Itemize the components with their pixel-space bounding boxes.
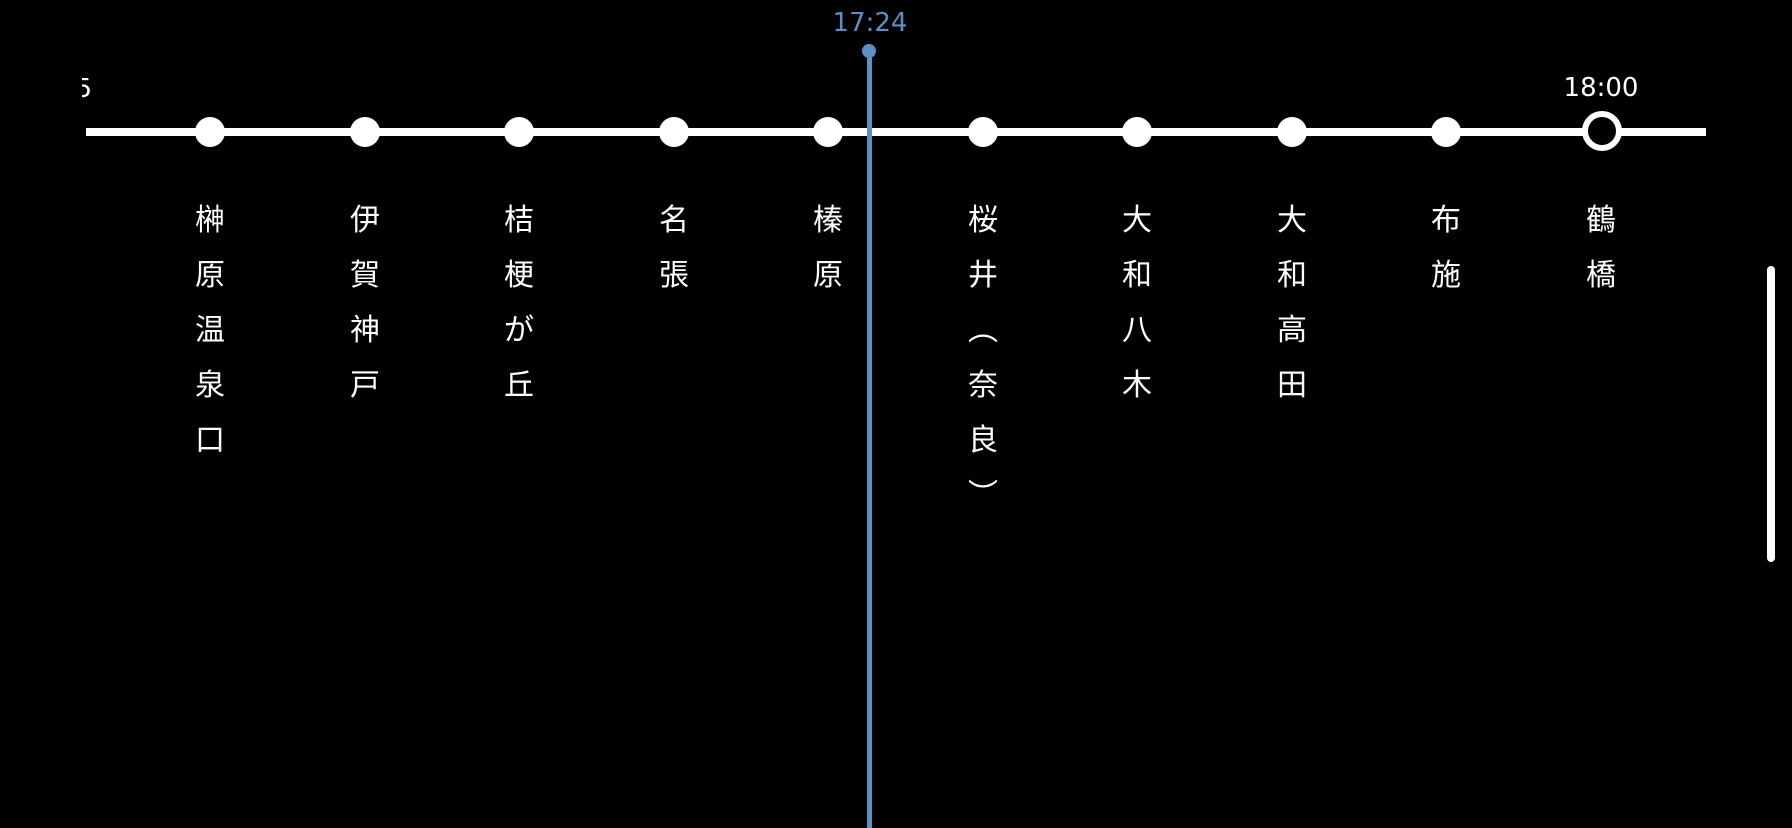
station-name-char: ︵ <box>968 313 998 348</box>
station-stop-icon <box>968 117 998 147</box>
vertical-scroll-indicator[interactable] <box>1767 266 1775 562</box>
partial-time-label: 5 <box>82 74 92 104</box>
station-name-char: 榊 <box>195 203 225 238</box>
station-nabari[interactable]: 名張 <box>644 0 704 828</box>
station-name: 布施 <box>1416 193 1476 303</box>
station-stop-icon <box>504 117 534 147</box>
station-stop-icon <box>350 117 380 147</box>
station-name-char: 戸 <box>350 368 380 403</box>
station-stop-icon <box>195 117 225 147</box>
station-haibara[interactable]: 榛原 <box>798 0 858 828</box>
station-name-char: 鶴 <box>1586 203 1616 238</box>
station-fuse[interactable]: 布施 <box>1416 0 1476 828</box>
station-name-char: が <box>504 313 534 348</box>
station-name: 鶴橋 <box>1571 193 1631 303</box>
current-time-label: 17:24 <box>832 8 908 38</box>
station-stop-icon <box>1277 117 1307 147</box>
station-name-char: 原 <box>813 258 843 293</box>
station-name-char: 桜 <box>968 203 998 238</box>
station-name: 榛原 <box>798 193 858 303</box>
station-sakakibara-onsenguchi[interactable]: 榊原温泉口 <box>180 0 240 828</box>
station-name-char: 神 <box>350 313 380 348</box>
station-name-char: 大 <box>1277 203 1307 238</box>
station-stop-icon <box>659 117 689 147</box>
station-name-char: 施 <box>1431 258 1461 293</box>
station-name-char: 大 <box>1122 203 1152 238</box>
current-time-marker-line <box>867 50 872 828</box>
station-name-char: 名 <box>659 203 689 238</box>
station-yamato-takada[interactable]: 大和高田 <box>1262 0 1322 828</box>
station-name-char: 和 <box>1122 258 1152 293</box>
station-name-char: 井 <box>968 258 998 293</box>
station-name-char: 布 <box>1431 203 1461 238</box>
station-stop-icon <box>1122 117 1152 147</box>
station-name-char: 高 <box>1277 313 1307 348</box>
station-name-char: 和 <box>1277 258 1307 293</box>
station-kikyogaoka[interactable]: 桔梗が丘 <box>489 0 549 828</box>
station-name-char: 榛 <box>813 203 843 238</box>
station-name: 伊賀神戸 <box>335 193 395 413</box>
station-name-char: 八 <box>1122 313 1152 348</box>
route-track-line <box>86 128 1706 136</box>
station-sakurai[interactable]: 桜井 ︵ 奈良 ︶ <box>953 0 1013 828</box>
station-name-char: 梗 <box>504 258 534 293</box>
station-name-char: 口 <box>195 423 225 458</box>
station-name-char: 橋 <box>1586 258 1616 293</box>
station-name-char: 賀 <box>350 258 380 293</box>
station-name-char: 温 <box>195 313 225 348</box>
station-name: 大和八木 <box>1107 193 1167 413</box>
station-name: 桜井 ︵ 奈良 ︶ <box>953 193 1013 523</box>
station-name: 榊原温泉口 <box>180 193 240 468</box>
current-time-marker-dot <box>862 44 876 58</box>
station-name-char: 桔 <box>504 203 534 238</box>
station-name-char: 田 <box>1277 368 1307 403</box>
arrival-time: 18:00 <box>1563 73 1639 103</box>
station-name-char: 良 <box>968 423 998 458</box>
station-tsuruhashi[interactable]: 18:00 鶴橋 <box>1564 0 1639 828</box>
station-stop-icon <box>1431 117 1461 147</box>
station-iga-kambe[interactable]: 伊賀神戸 <box>335 0 395 828</box>
station-name: 大和高田 <box>1262 193 1322 413</box>
station-name: 名張 <box>644 193 704 303</box>
station-name: 桔梗が丘 <box>489 193 549 413</box>
destination-stop-icon <box>1582 111 1622 151</box>
station-name-char: 泉 <box>195 368 225 403</box>
station-yamato-yagi[interactable]: 大和八木 <box>1107 0 1167 828</box>
station-name-char: ︶ <box>968 478 998 513</box>
station-name-char: 原 <box>195 258 225 293</box>
station-name-char: 張 <box>659 258 689 293</box>
station-name-char: 伊 <box>350 203 380 238</box>
station-name-char: 木 <box>1122 368 1152 403</box>
station-stop-icon <box>813 117 843 147</box>
station-name-char: 丘 <box>504 368 534 403</box>
station-name-char: 奈 <box>968 368 998 403</box>
